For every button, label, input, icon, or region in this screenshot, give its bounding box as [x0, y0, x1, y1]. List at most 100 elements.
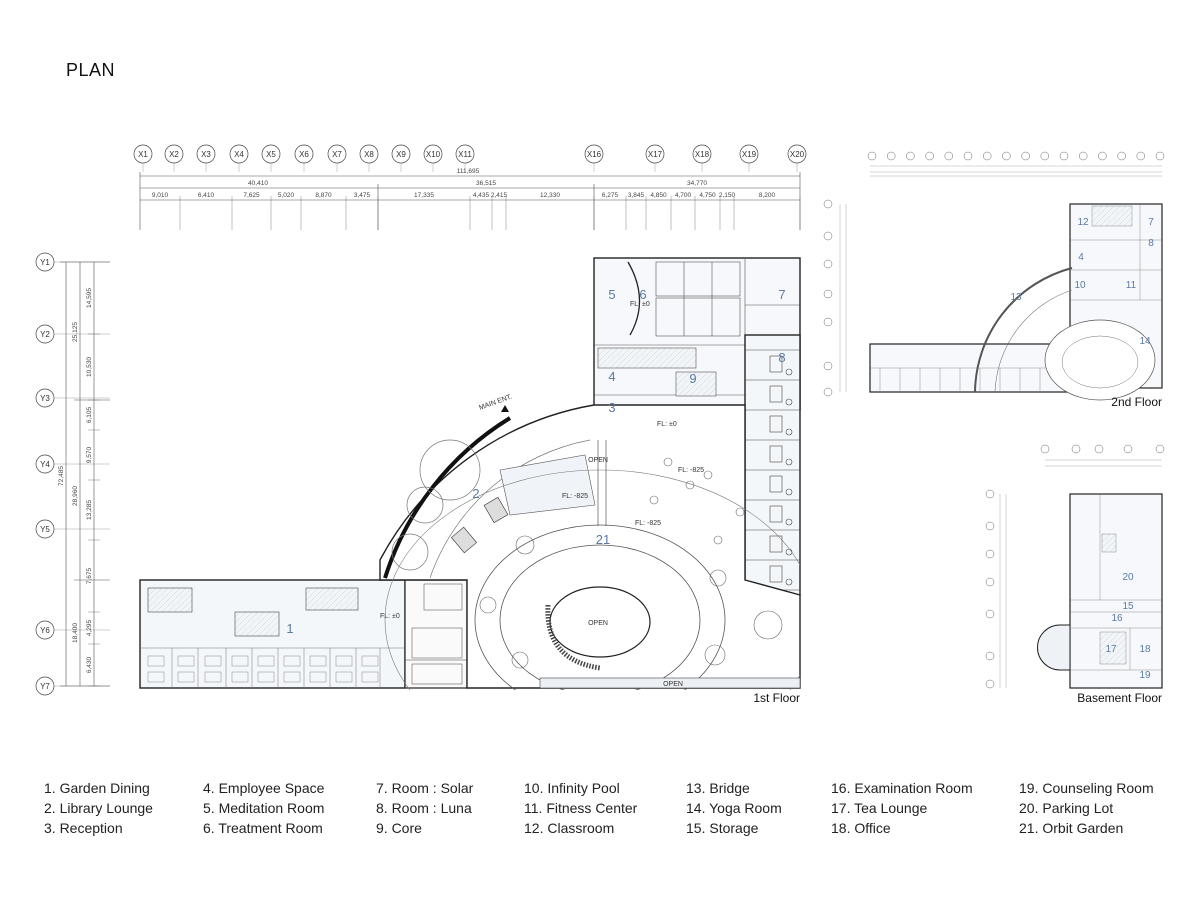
- room-number-15: 15: [1122, 601, 1134, 612]
- room-number-9: 9: [689, 371, 696, 386]
- dimension-span-label: 17,335: [414, 192, 434, 199]
- room-number-1: 1: [286, 621, 293, 636]
- legend-item: 3. Reception: [44, 820, 123, 836]
- y-axis-label: Y6: [40, 626, 50, 635]
- x-axis-label: X1: [138, 150, 148, 159]
- x-axis-label: X5: [266, 150, 276, 159]
- room-number-20: 20: [1122, 572, 1134, 583]
- dimension-span-label: 9,010: [152, 192, 169, 199]
- dim-total: 111,695: [457, 168, 480, 175]
- y-dimension-span-label: 9,570: [86, 446, 93, 463]
- room-number-4-f2: 4: [1078, 252, 1084, 263]
- open-label-bottom: OPEN: [663, 681, 683, 688]
- dimension-span-label: 2,415: [491, 192, 508, 199]
- dim-mid-3: 34,770: [687, 180, 707, 187]
- room-number-8: 8: [778, 350, 785, 365]
- left-dimension-lines: [60, 261, 110, 687]
- dim-mid-2: 36,515: [476, 180, 496, 187]
- y-axis-label: Y2: [40, 330, 50, 339]
- room-number-4: 4: [608, 369, 615, 384]
- x-axis-label: X4: [234, 150, 244, 159]
- y-dim-mid-1: 25,125: [72, 322, 79, 342]
- room-number-18: 18: [1139, 644, 1151, 655]
- y-dimension-span-label: 6,105: [86, 406, 93, 423]
- legend-item: 9. Core: [376, 820, 422, 836]
- dimension-span-label: 2,150: [719, 192, 736, 199]
- room-number-13: 13: [1010, 292, 1022, 303]
- orbit-garden-void: [549, 586, 651, 658]
- legend-item: 21. Orbit Garden: [1019, 820, 1124, 836]
- legend-item: 13. Bridge: [686, 780, 750, 796]
- y-axis-label: Y4: [40, 460, 50, 469]
- x-axis-label: X6: [299, 150, 309, 159]
- caption-second-floor: 2nd Floor: [1111, 395, 1162, 409]
- room-number-3: 3: [608, 400, 615, 415]
- room-number-12: 12: [1077, 217, 1089, 228]
- room-number-17: 17: [1105, 644, 1117, 655]
- x-axis-label: X19: [742, 150, 757, 159]
- legend-item: 7. Room : Solar: [376, 780, 474, 796]
- y-axis-label: Y7: [40, 682, 50, 691]
- legend-item: 10. Infinity Pool: [524, 780, 620, 796]
- caption-basement-floor: Basement Floor: [1077, 691, 1162, 705]
- room-number-8-f2: 8: [1148, 238, 1154, 249]
- room-number-2: 2: [472, 486, 479, 501]
- legend-item: 12. Classroom: [524, 820, 615, 836]
- main-entrance-label: MAIN ENT.: [478, 393, 513, 411]
- library-lounge-area: [379, 404, 801, 689]
- x-axis-label: X8: [364, 150, 374, 159]
- room-number-14: 14: [1139, 336, 1151, 347]
- second-floor-plan: [823, 151, 1165, 401]
- legend-item: 14. Yoga Room: [686, 800, 782, 816]
- legend-item: 4. Employee Space: [203, 780, 325, 796]
- y-dimension-span-label: 10,530: [86, 357, 93, 377]
- x-axis-label: X2: [169, 150, 179, 159]
- open-label-bridge: OPEN: [588, 457, 608, 464]
- room-number-10: 10: [1074, 280, 1086, 291]
- legend-item: 5. Meditation Room: [203, 800, 325, 816]
- y-dim-total: 72,485: [58, 466, 65, 486]
- y-dim-mid-2: 28,960: [72, 486, 79, 506]
- dimension-span-label: 4,435: [473, 192, 490, 199]
- legend-item: 2. Library Lounge: [44, 800, 153, 816]
- y-axis-label: Y5: [40, 525, 50, 534]
- dimension-span-label: 3,475: [354, 192, 371, 199]
- y-dimension-span-label: 7,675: [86, 567, 93, 584]
- dimension-span-label: 3,845: [628, 192, 645, 199]
- y-axis-label: Y1: [40, 258, 50, 267]
- legend-item: 16. Examination Room: [831, 780, 973, 796]
- legend-item: 15. Storage: [686, 820, 759, 836]
- legend-item: 1. Garden Dining: [44, 780, 150, 796]
- x-axis-label: X3: [201, 150, 211, 159]
- legend-item: 19. Counseling Room: [1019, 780, 1154, 796]
- dim-mid-1: 40,410: [248, 180, 268, 187]
- open-label-void: OPEN: [588, 620, 608, 627]
- room-number-21: 21: [596, 532, 610, 547]
- dimension-span-label: 7,625: [243, 192, 260, 199]
- x-axis-label: X16: [587, 150, 602, 159]
- dimension-span-label: 4,750: [699, 192, 716, 199]
- caption-first-floor: 1st Floor: [753, 691, 800, 705]
- y-dimension-span-label: 14,595: [86, 288, 93, 308]
- dimension-span-label: 12,330: [540, 192, 560, 199]
- room-number-11: 11: [1126, 280, 1137, 291]
- dimension-span-label: 5,020: [278, 192, 295, 199]
- room-number-5: 5: [608, 287, 615, 302]
- x-axis-label: X17: [648, 150, 663, 159]
- floor-level-lobby: FL: ±0: [657, 421, 677, 428]
- dimension-span-label: 4,850: [650, 192, 667, 199]
- floor-level-garden-east: FL: -825: [678, 467, 704, 474]
- legend-item: 8. Room : Luna: [376, 800, 472, 816]
- room-number-7: 7: [778, 287, 785, 302]
- y-dimension-span-label: 13,285: [86, 500, 93, 520]
- x-axis-label: X9: [396, 150, 406, 159]
- dimension-span-label: 6,275: [602, 192, 619, 199]
- y-axis-label: Y3: [40, 394, 50, 403]
- y-dimension-span-label: 6,430: [86, 656, 93, 673]
- room-number-6: 6: [639, 287, 646, 302]
- legend-item: 20. Parking Lot: [1019, 800, 1114, 816]
- x-axis-label: X11: [458, 150, 472, 159]
